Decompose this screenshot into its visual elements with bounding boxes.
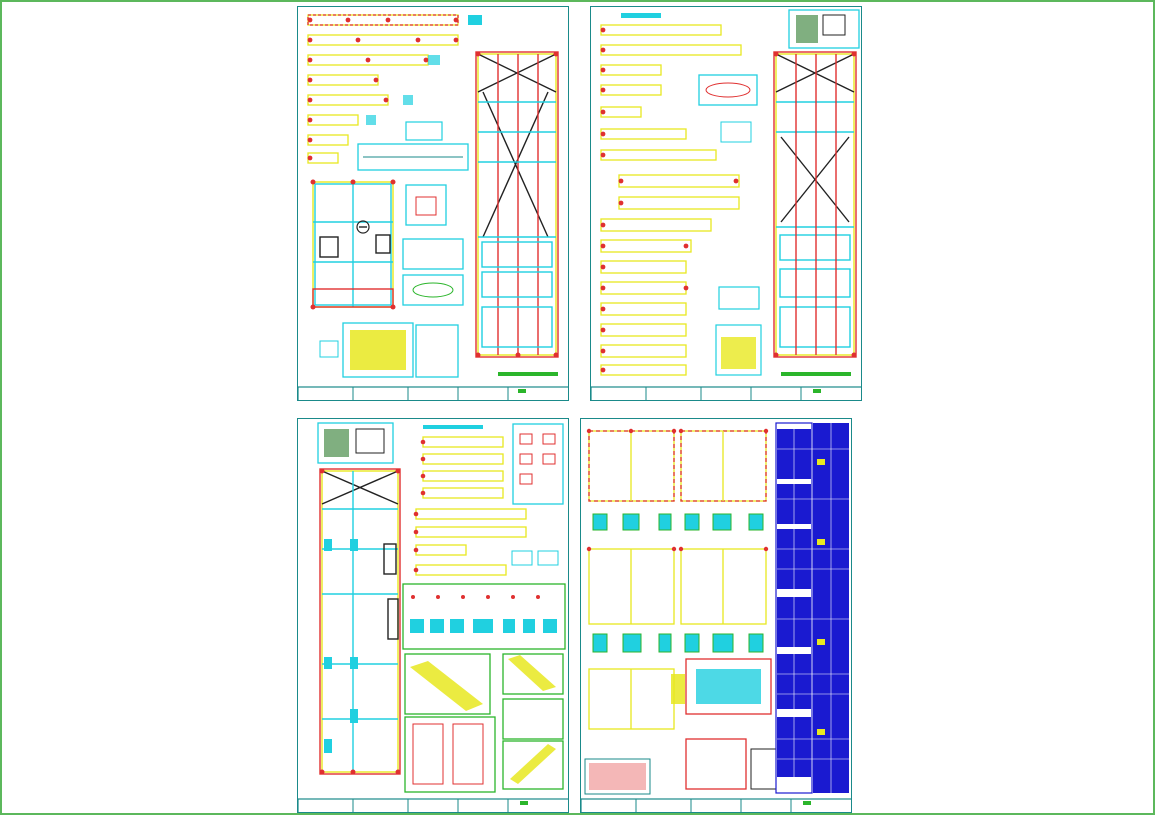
sheet-3-drawing (298, 422, 568, 812)
floor-plan-left (310, 179, 396, 310)
beam-elevations-group (307, 14, 482, 164)
sheet-top-left[interactable] (297, 6, 569, 401)
column-plan (319, 468, 401, 775)
sheet-1-drawing (298, 14, 568, 400)
sheet-bottom-right[interactable] (580, 418, 852, 813)
rebar-tables (775, 422, 849, 794)
structural-plan-long-2 (773, 51, 857, 358)
sheet-bottom-left[interactable] (297, 418, 569, 813)
footing-plans (588, 430, 767, 730)
structural-plan-long (475, 51, 559, 358)
sheet-top-right[interactable] (590, 6, 862, 401)
sheet-4-drawing (581, 422, 851, 812)
sheet-2-drawing (591, 9, 861, 400)
